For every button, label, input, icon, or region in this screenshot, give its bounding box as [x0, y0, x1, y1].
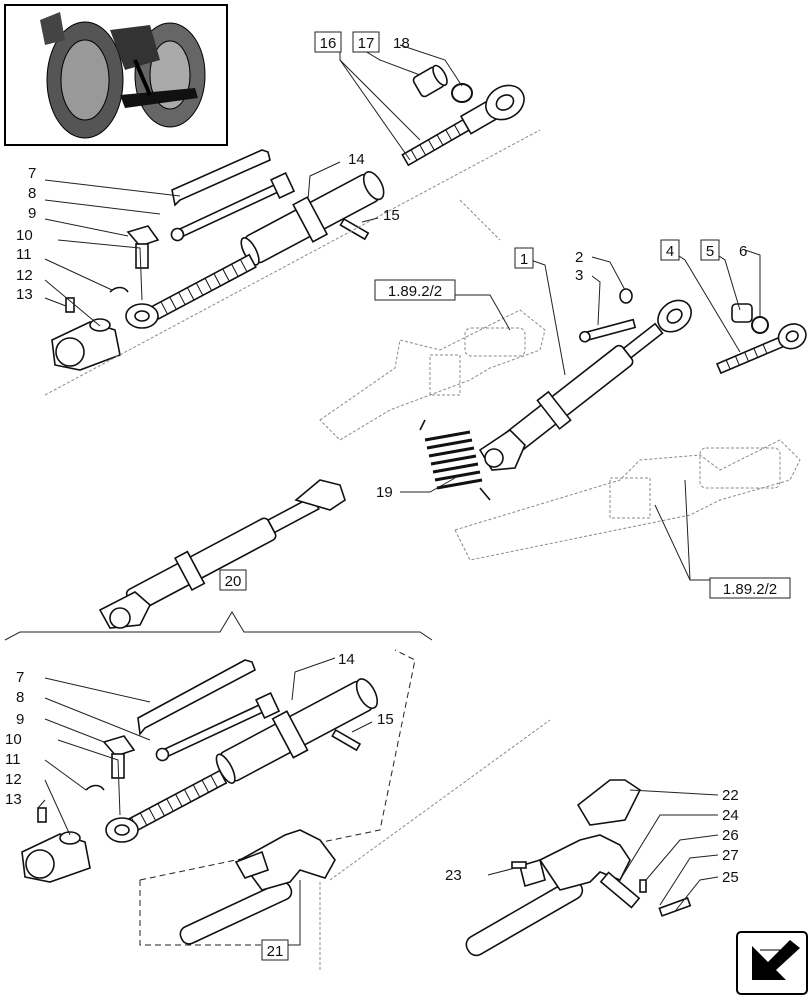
callout-13-bottom: 13: [5, 791, 22, 808]
callout-20: 20: [219, 569, 247, 591]
callout-7-top: 7: [28, 165, 36, 182]
reference-box-upper[interactable]: 1.89.2/2: [374, 279, 456, 301]
callout-1: 1: [514, 247, 534, 269]
callout-16: 16: [314, 31, 342, 53]
callout-8-top: 8: [28, 185, 36, 202]
middle-turnbuckle-assembled: [98, 479, 346, 629]
callout-15-bottom: 15: [377, 711, 394, 728]
callout-12-top: 12: [16, 267, 33, 284]
callout-10-bottom: 10: [5, 731, 22, 748]
svg-text:16: 16: [320, 35, 337, 52]
callout-4: 4: [660, 239, 680, 261]
callout-11-top: 11: [16, 246, 32, 263]
lower-turnbuckle-exploded: [21, 659, 379, 883]
callout-15-top: 15: [383, 207, 400, 224]
callout-3: 3: [575, 267, 583, 284]
callout-5: 5: [700, 239, 720, 261]
svg-text:1.89.2/2: 1.89.2/2: [723, 581, 777, 598]
callout-22: 22: [722, 787, 739, 804]
callout-10-top: 10: [16, 227, 33, 244]
callout-13-top: 13: [16, 286, 33, 303]
callout-25: 25: [722, 869, 739, 886]
hook-assembly-21: [179, 829, 336, 945]
svg-text:5: 5: [706, 243, 714, 260]
svg-text:4: 4: [666, 243, 674, 260]
callout-19: 19: [376, 484, 393, 501]
tractor-thumbnail-icon[interactable]: [4, 4, 228, 146]
svg-text:21: 21: [267, 943, 284, 960]
callout-27: 27: [722, 847, 739, 864]
callout-12-bottom: 12: [5, 771, 22, 788]
right-turnbuckle-assembled: [478, 288, 807, 471]
ghost-lower-link-upper: [319, 309, 546, 441]
svg-text:1: 1: [520, 251, 528, 268]
next-page-arrow-icon[interactable]: [736, 931, 808, 995]
callout-17: 17: [352, 31, 380, 53]
ghost-lower-link-lower: [454, 439, 801, 561]
spring-19: [419, 419, 491, 501]
svg-text:17: 17: [358, 35, 375, 52]
svg-text:20: 20: [225, 573, 242, 590]
callout-14-bottom: 14: [338, 651, 355, 668]
svg-text:1.89.2/2: 1.89.2/2: [388, 283, 442, 300]
callout-14-top: 14: [348, 151, 365, 168]
callout-6: 6: [739, 243, 747, 260]
callout-7-bottom: 7: [16, 669, 24, 686]
callout-8-bottom: 8: [16, 689, 24, 706]
callout-23: 23: [445, 867, 462, 884]
callout-26: 26: [722, 827, 739, 844]
callout-9-top: 9: [28, 205, 36, 222]
hook-assembly-lower-right: [465, 779, 692, 957]
callout-24: 24: [722, 807, 739, 824]
callout-9-bottom: 9: [16, 711, 24, 728]
callout-21: 21: [261, 939, 289, 961]
top-link-end-assembly: [401, 64, 525, 167]
callout-11-bottom: 11: [5, 751, 21, 768]
top-left-turnbuckle-exploded: [51, 149, 385, 371]
reference-box-lower[interactable]: 1.89.2/2: [709, 577, 791, 599]
callout-18: 18: [393, 35, 410, 52]
callout-2: 2: [575, 249, 583, 266]
